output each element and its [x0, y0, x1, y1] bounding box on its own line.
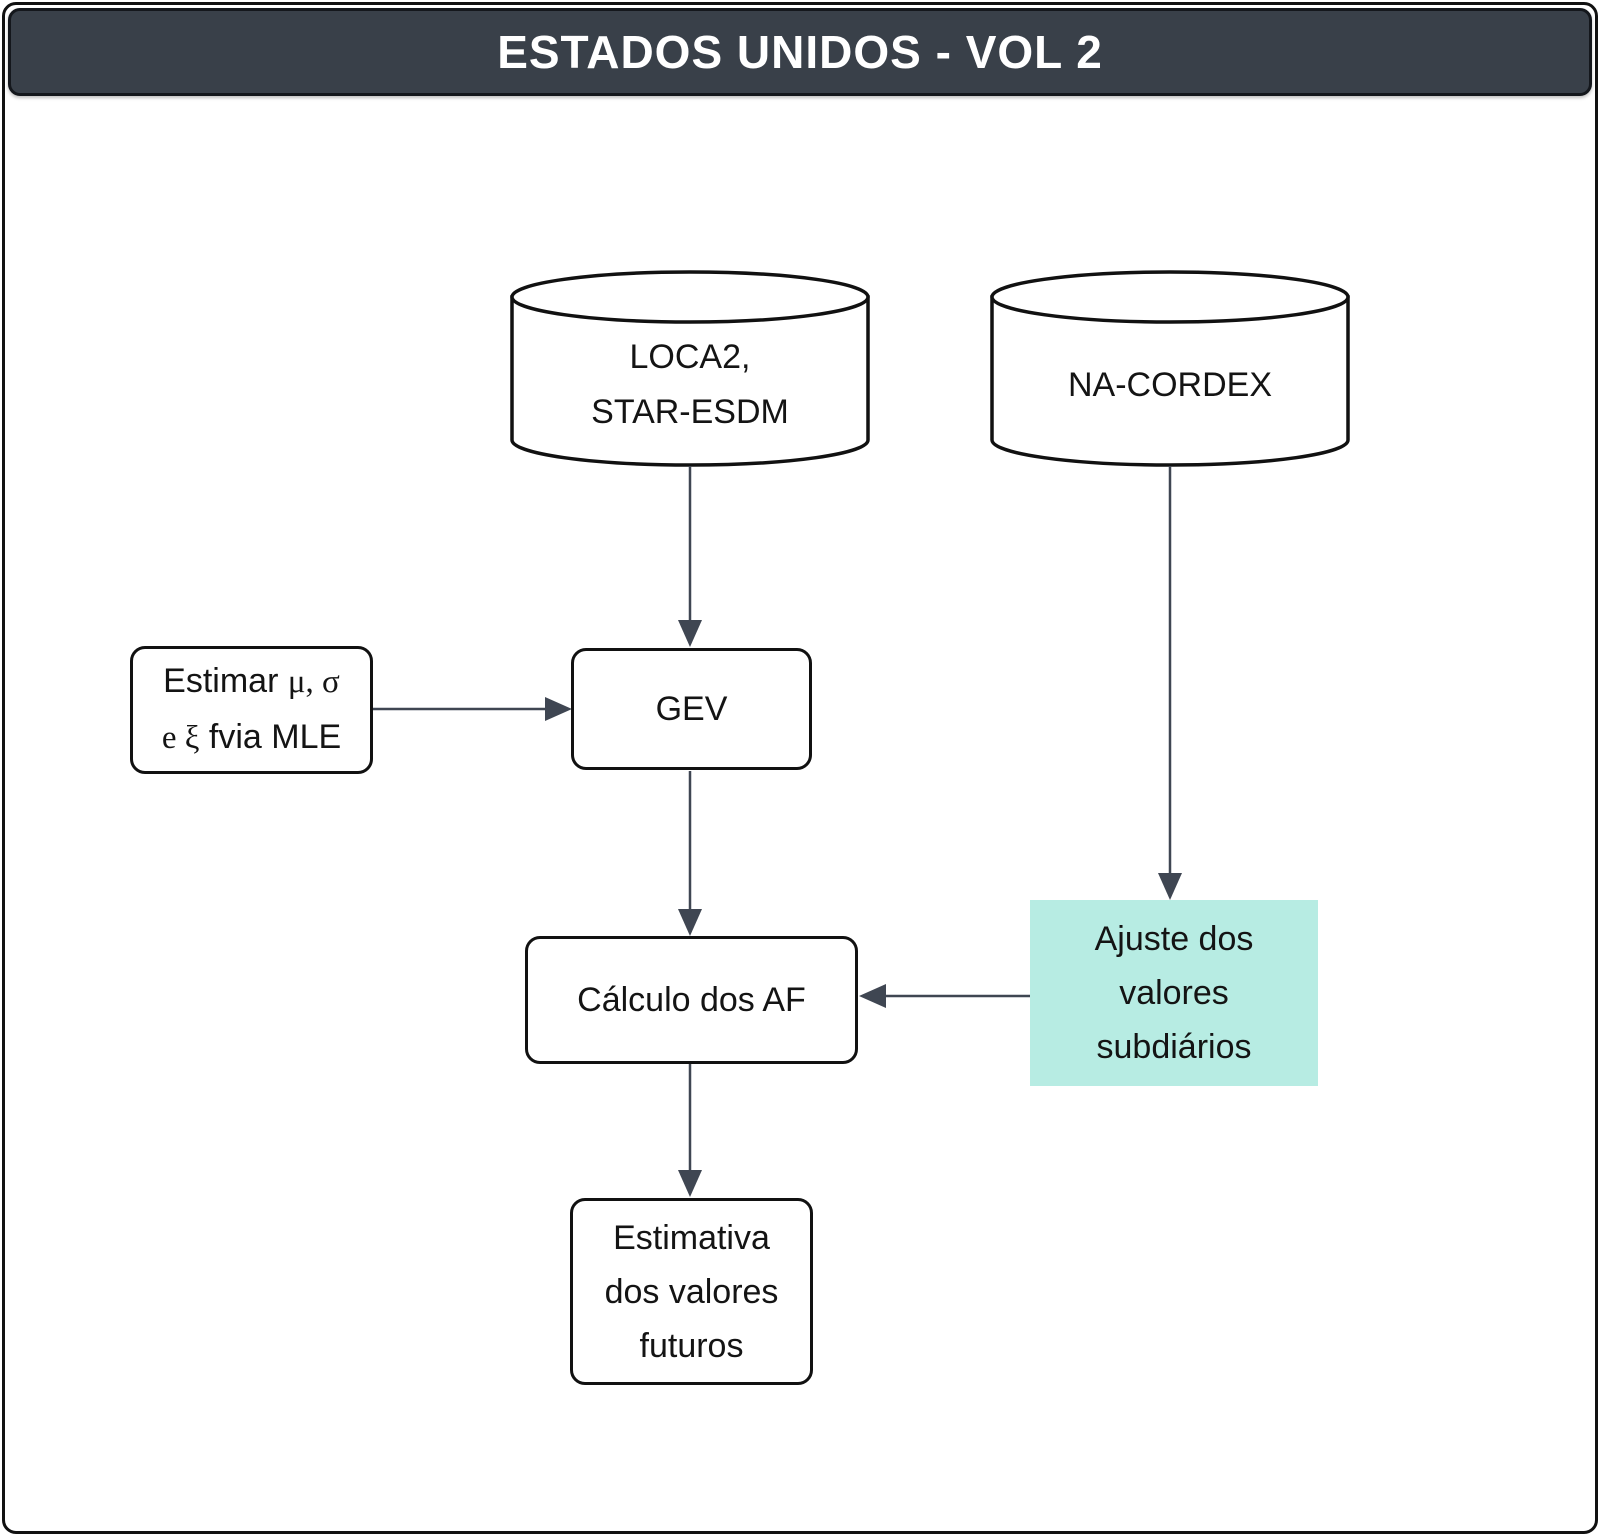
edge-estimar-to-gev: [373, 697, 572, 721]
edge-ajuste-to-calculo: [859, 984, 1030, 1008]
arrowhead-down-icon: [1158, 873, 1182, 900]
page-title: ESTADOS UNIDOS - VOL 2: [497, 26, 1103, 78]
cylinder-na-cordex-shape: [990, 270, 1350, 467]
edge-na-cordex-to-ajuste: [1158, 466, 1182, 900]
header-bar: ESTADOS UNIDOS - VOL 2: [8, 8, 1592, 96]
node-ajuste-subdiarios: Ajuste dos valores subdiários: [1030, 900, 1318, 1086]
arrowhead-down-icon: [678, 909, 702, 936]
arrowhead-right-icon: [545, 697, 572, 721]
edge-calculo-to-estimativa: [678, 1064, 702, 1197]
node-calculo-af: Cálculo dos AF: [525, 936, 858, 1064]
edge-loca2-to-gev: [678, 466, 702, 647]
estimar-line1-greek: μ, σ: [287, 664, 340, 700]
estimar-line1-text: Estimar: [163, 662, 279, 700]
arrowhead-down-icon: [678, 620, 702, 647]
estimar-line2-text: fvia MLE: [208, 718, 342, 756]
arrowhead-left-icon: [859, 984, 886, 1008]
estimar-line2-greek: e ξ: [161, 720, 200, 756]
cylinder-loca2-shape: [510, 270, 870, 467]
edge-gev-to-calculo: [678, 771, 702, 936]
node-estimativa-futuros: Estimativa dos valores futuros: [570, 1198, 813, 1385]
arrowhead-down-icon: [678, 1170, 702, 1197]
node-loca2-datastore-label: LOCA2, STAR-ESDM: [591, 338, 789, 431]
node-na-cordex-datastore-label: NA-CORDEX: [1067, 365, 1273, 404]
node-estimar-mle: Estimar μ, σ e ξ fvia MLE: [130, 646, 373, 774]
node-gev: GEV: [571, 648, 812, 770]
